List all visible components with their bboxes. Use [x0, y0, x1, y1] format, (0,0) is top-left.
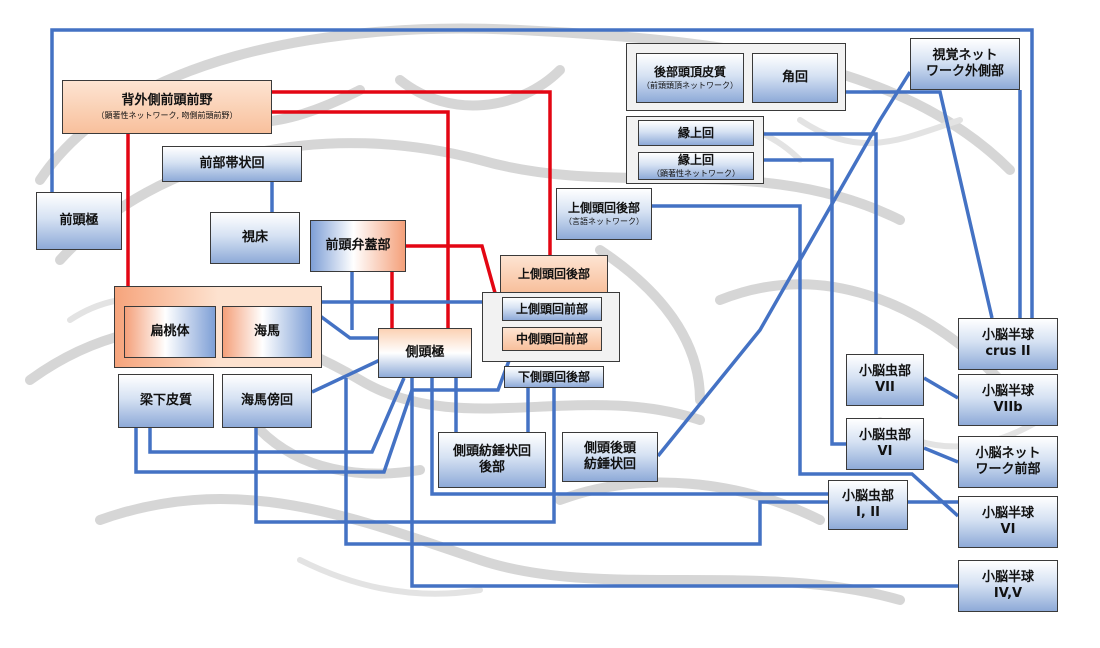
- node-frontal-pole: 前頭極: [36, 192, 122, 250]
- node-temporal-pole: 側頭極: [378, 328, 472, 378]
- node-vermis-i-ii-label: 小脳虫部 I, II: [841, 489, 894, 520]
- node-stg-post-lang-label: 上側頭回後部: [567, 201, 640, 215]
- node-angular: 角回: [752, 53, 838, 103]
- node-acc-label: 前部帯状回: [199, 156, 265, 172]
- node-hemisphere-iv-v-label: 小脳半球 IV,V: [981, 570, 1034, 601]
- blue-line-temporalpole-hemi6: [344, 378, 958, 546]
- node-parietal-label: 後部頭頂皮質: [653, 65, 726, 79]
- node-hippocampus-label: 海馬: [253, 324, 280, 340]
- blue-line-subcallosal-loop1: [148, 377, 406, 454]
- node-parietal-sub: （前頭頭頂ネットワーク）: [642, 81, 738, 91]
- node-supramarginal-label: 縁上回: [677, 125, 714, 140]
- node-hippocampus: 海馬: [222, 306, 312, 358]
- node-cerebellum-crus2-label: 小脳半球 crus II: [981, 328, 1034, 359]
- blue-line-supramarginal-vermis7: [764, 132, 878, 354]
- blue-line-stglang-hemi6: [652, 204, 960, 518]
- node-dlpfc-label: 背外側前頭前野: [121, 93, 213, 109]
- blue-line-angular-crus2: [846, 90, 994, 319]
- node-vermis-vii: 小脳虫部 VII: [846, 354, 924, 406]
- node-dlpfc: 背外側前頭前野 （顕著性ネットワーク, 吻側前頭前野）: [62, 80, 272, 134]
- node-stg-ant: 上側頭回前部: [502, 297, 602, 321]
- node-parahippocampal: 海馬傍回: [222, 374, 312, 428]
- node-hemisphere-viib: 小脳半球 VIIb: [958, 374, 1058, 426]
- blue-connections: [50, 28, 1034, 588]
- blue-line-temporalpole-hemi45: [410, 378, 958, 588]
- node-supramarginal: 縁上回: [638, 120, 754, 146]
- node-tempoccip-fusiform: 側頭後頭 紡錘状回: [562, 432, 658, 482]
- blue-line-parahippo-down: [254, 388, 556, 524]
- node-visual-lateral: 視覚ネット ワーク外側部: [910, 38, 1020, 90]
- blue-line-supramarginal2-vermis6: [762, 158, 846, 446]
- node-thalamus: 視床: [210, 212, 300, 264]
- blue-line-vermis7-hemi7b: [923, 376, 959, 400]
- node-operculum-label: 前頭弁蓋部: [325, 238, 391, 254]
- node-stg-post-lang: 上側頭回後部 （言語ネットワーク）: [556, 188, 652, 240]
- node-tempoccip-fusiform-label: 側頭後頭 紡錘状回: [583, 441, 636, 472]
- blue-line-fusiform-visual: [656, 71, 912, 458]
- red-line-dlpfc-temporalpole: [272, 110, 450, 330]
- node-acc: 前部帯状回: [162, 146, 302, 182]
- node-hemisphere-viib-label: 小脳半球 VIIb: [981, 384, 1034, 415]
- node-stg-post-orange-label: 上側頭回後部: [517, 266, 590, 281]
- node-temporal-pole-label: 側頭極: [405, 345, 445, 361]
- node-thalamus-label: 視床: [241, 230, 268, 246]
- node-cerebellum-crus2: 小脳半球 crus II: [958, 318, 1058, 370]
- node-frontal-pole-label: 前頭極: [59, 213, 99, 229]
- node-stg-ant-label: 上側頭回前部: [515, 301, 588, 316]
- node-vermis-vii-label: 小脳虫部 VII: [858, 364, 911, 395]
- node-subcallosal: 梁下皮質: [118, 374, 214, 428]
- node-mtg-ant: 中側頭回前部: [502, 327, 602, 351]
- node-visual-lateral-label: 視覚ネット ワーク外側部: [925, 48, 1004, 79]
- node-stg-post-orange: 上側頭回後部: [500, 255, 608, 293]
- node-hemisphere-vi-label: 小脳半球 VI: [981, 506, 1034, 537]
- blue-line-subcallosal-loop2: [134, 357, 512, 474]
- node-vermis-vi-label: 小脳虫部 VI: [858, 428, 911, 459]
- node-amygdala: 扁桃体: [124, 306, 216, 358]
- node-post-fusiform-label: 側頭紡錘状回 後部: [452, 444, 531, 475]
- blue-line-vermis6-netfront: [923, 446, 959, 464]
- blue-line-frontalpole-crus2: [50, 28, 1034, 318]
- node-itg-post-label: 下側頭回後部: [517, 369, 590, 384]
- blue-line-hippocampus-temporalpole: [310, 308, 378, 340]
- node-hemisphere-iv-v: 小脳半球 IV,V: [958, 560, 1058, 612]
- node-operculum: 前頭弁蓋部: [310, 220, 406, 272]
- node-subcallosal-label: 梁下皮質: [139, 393, 192, 409]
- node-angular-label: 角回: [781, 70, 808, 86]
- node-dlpfc-sub: （顕著性ネットワーク, 吻側前頭前野）: [96, 111, 238, 120]
- node-post-fusiform: 側頭紡錘状回 後部: [438, 432, 546, 488]
- blue-line-temporalpole-vermis12: [430, 378, 828, 496]
- node-supramarginal-salience: 縁上回 （顕著性ネットワーク）: [638, 152, 754, 180]
- blue-line-parahippocampal-temporalpole: [311, 358, 381, 394]
- node-itg-post: 下側頭回後部: [504, 366, 604, 388]
- node-hemisphere-vi: 小脳半球 VI: [958, 496, 1058, 548]
- node-cerebellum-anterior-network: 小脳ネット ワーク前部: [958, 436, 1058, 488]
- node-stg-post-lang-sub: （言語ネットワーク）: [564, 217, 644, 227]
- node-supramarginal-salience-label: 縁上回: [677, 153, 714, 167]
- node-mtg-ant-label: 中側頭回前部: [515, 331, 588, 346]
- node-vermis-i-ii: 小脳虫部 I, II: [828, 480, 908, 530]
- node-vermis-vi: 小脳虫部 VI: [846, 418, 924, 470]
- node-parietal: 後部頭頂皮質 （前頭頭頂ネットワーク）: [636, 53, 744, 103]
- node-cerebellum-anterior-network-label: 小脳ネット ワーク前部: [975, 446, 1041, 477]
- node-amygdala-label: 扁桃体: [150, 324, 190, 340]
- node-supramarginal-salience-sub: （顕著性ネットワーク）: [652, 169, 740, 179]
- node-parahippocampal-label: 海馬傍回: [240, 393, 293, 409]
- red-line-dlpfc-stg: [272, 90, 552, 255]
